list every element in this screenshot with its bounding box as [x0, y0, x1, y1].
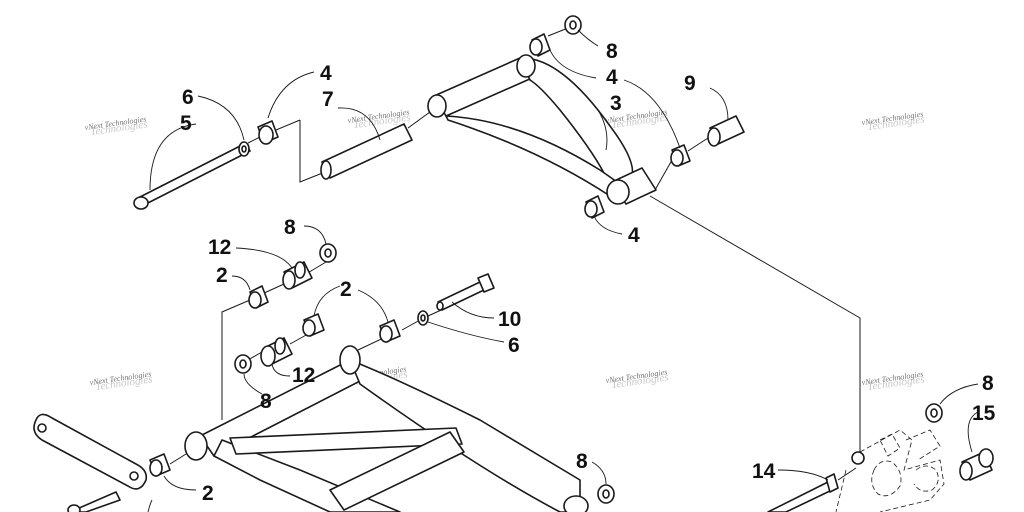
link-arm [33, 413, 148, 490]
bushing [584, 195, 605, 219]
bushing [670, 144, 691, 167]
steering-knuckle [835, 429, 945, 512]
lock-nut [234, 354, 252, 374]
upper-a-arm [427, 54, 657, 205]
assembly-line [837, 467, 857, 481]
lock-nut [925, 403, 943, 423]
callout-2: 2 [340, 278, 352, 301]
lock-nut [597, 484, 615, 504]
sleeve [707, 115, 745, 147]
sleeve [260, 337, 293, 367]
assembly-line [221, 299, 251, 420]
assembly-line [654, 159, 673, 191]
assembly-line [401, 319, 421, 331]
watermarks: Technologies vNext Technologies Technolo… [84, 107, 925, 393]
bolt [133, 142, 251, 210]
callout-2: 2 [216, 264, 228, 287]
callout-4: 4 [320, 62, 332, 85]
spindle-assembly: 8 15 14 [752, 372, 996, 512]
callout-8: 8 [606, 40, 618, 63]
lower-a-arm-assembly: 8 12 2 2 10 6 12 8 8 2 [33, 216, 615, 512]
watermark: Technologies vNext Technologies [605, 367, 669, 391]
washer [417, 310, 429, 326]
watermark: Technologies vNext Technologies [861, 109, 925, 133]
callout-8: 8 [576, 450, 588, 473]
bushing [149, 453, 171, 477]
callout-10: 10 [498, 308, 521, 331]
callout-12: 12 [208, 236, 231, 259]
callout-7: 7 [322, 88, 334, 111]
lock-nut [319, 243, 337, 263]
callout-15: 15 [972, 402, 996, 425]
assembly-line [547, 27, 569, 37]
watermark: Technologies vNext Technologies [84, 114, 148, 138]
sleeve [282, 261, 313, 290]
bolt [436, 273, 495, 311]
bolt [67, 491, 121, 512]
callout-6: 6 [508, 334, 520, 357]
callout-3: 3 [610, 92, 622, 115]
callout-2: 2 [202, 482, 214, 505]
bushing [302, 313, 325, 337]
callout-14: 14 [752, 460, 776, 483]
bolt [767, 473, 839, 512]
bushing [379, 319, 401, 343]
bushing [248, 285, 269, 309]
pivot-tube [320, 123, 413, 180]
callout-8: 8 [982, 372, 994, 395]
assembly-line [261, 283, 285, 295]
assembly-line [299, 120, 331, 183]
lower-a-arm [184, 345, 589, 512]
callout-4: 4 [628, 224, 640, 247]
watermark: Technologies vNext Technologies [861, 369, 925, 393]
callout-5: 5 [180, 112, 192, 135]
watermark: Technologies vNext Technologies [89, 369, 153, 393]
assembly-line [407, 111, 431, 129]
callout-12: 12 [292, 364, 315, 387]
upper-a-arm-assembly: 8 4 9 3 4 4 7 6 5 [133, 15, 745, 247]
lock-nut [564, 15, 582, 35]
callout-4: 4 [606, 66, 618, 89]
assembly-line [275, 119, 301, 131]
assembly-line [687, 137, 709, 152]
bushing [257, 120, 279, 145]
callout-9: 9 [684, 72, 696, 95]
assembly-line [289, 333, 309, 345]
callout-6: 6 [182, 86, 194, 109]
callout-8: 8 [284, 216, 296, 239]
callout-8: 8 [260, 390, 272, 413]
washer [238, 141, 250, 157]
sleeve [959, 448, 994, 481]
bushing [529, 33, 551, 57]
assembly-line [649, 195, 861, 452]
assembly-line [169, 453, 187, 465]
